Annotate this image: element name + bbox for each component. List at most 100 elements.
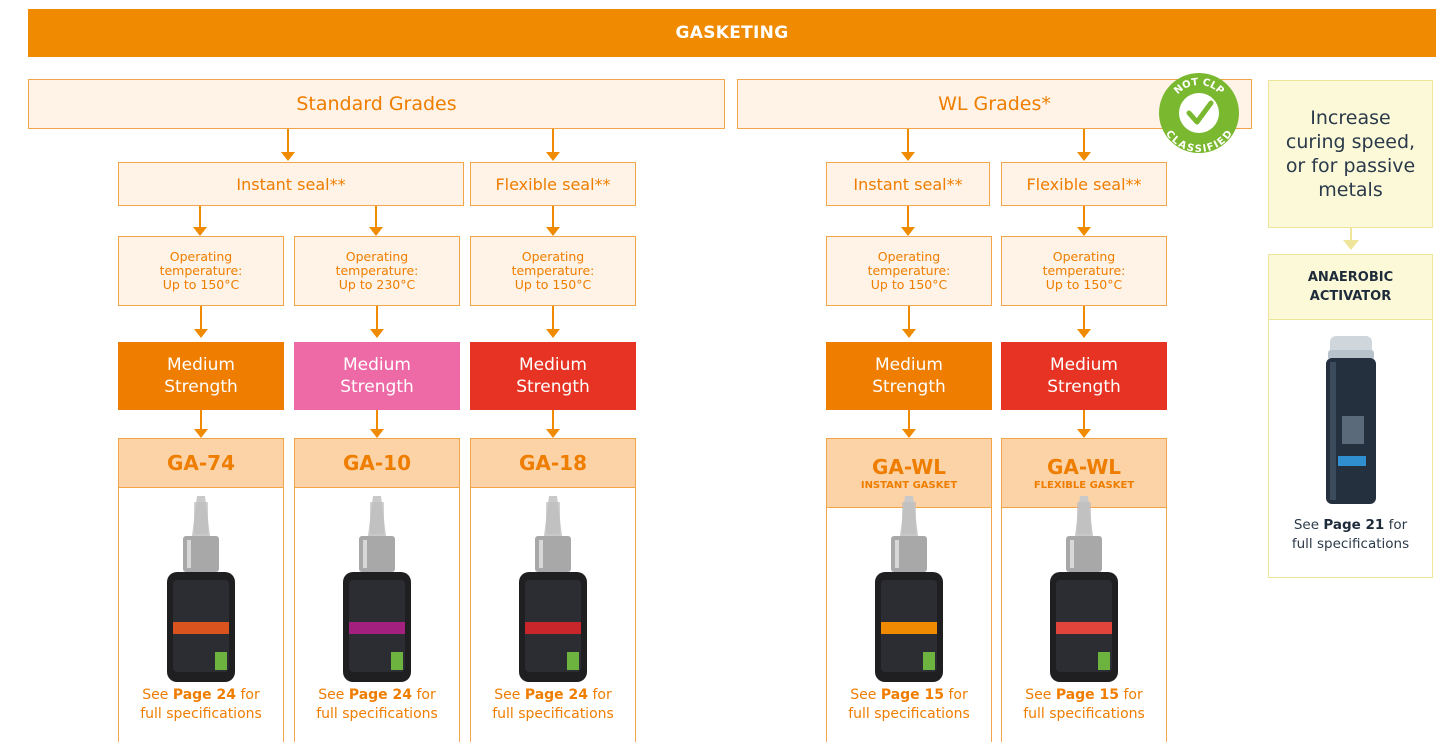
activator-line-2: curing speed,	[1285, 131, 1416, 153]
activator-title-line-1: ANAEROBIC	[1307, 270, 1394, 285]
page-link[interactable]: Page 24	[348, 687, 413, 703]
see-pre: See	[318, 687, 349, 703]
page-link[interactable]: Page 15	[880, 687, 945, 703]
standard-grades-label: Standard Grades	[296, 93, 457, 115]
product-name: GA-WL	[871, 454, 947, 479]
page-link[interactable]: Page 15	[1055, 687, 1120, 703]
wl-instant-seal-label: Instant seal**	[853, 174, 963, 194]
strength-line-2: Strength	[1047, 377, 1121, 397]
activator-line-4: metals	[1318, 179, 1383, 201]
activator-see-pre: See	[1293, 517, 1324, 533]
product-subtitle: FLEXIBLE GASKET	[1033, 479, 1135, 491]
standard-product-card-1: See Page 24 for full specifications	[118, 488, 284, 742]
temp-line-1: Operating	[1052, 249, 1116, 264]
wl-connectors-2	[901, 206, 1091, 236]
strength-line-1: Medium	[875, 355, 943, 375]
bottle-image	[519, 496, 587, 682]
wl-instant-seal-box: Instant seal**	[826, 162, 990, 206]
strength-line-2: Strength	[340, 377, 414, 397]
see-post: for	[944, 687, 968, 703]
standard-connector-b-2	[370, 410, 384, 438]
strength-line-1: Medium	[343, 355, 411, 375]
activator-connector	[1343, 228, 1359, 250]
wl-connector-a-1	[902, 306, 916, 338]
see-line2: full specifications	[140, 706, 262, 722]
standard-connectors-1	[281, 129, 560, 161]
temp-line-1: Operating	[169, 249, 233, 264]
section-banner: GASKETING	[28, 9, 1436, 57]
see-line2: full specifications	[492, 706, 614, 722]
standard-flexible-seal-box: Flexible seal**	[470, 162, 636, 206]
product-name: GA-10	[342, 451, 412, 475]
activator-see-post: for	[1384, 517, 1408, 533]
standard-product-card-2: See Page 24 for full specifications	[294, 488, 460, 742]
strength-line-2: Strength	[164, 377, 238, 397]
wl-flexible-seal-box: Flexible seal**	[1001, 162, 1167, 206]
standard-flexible-seal-label: Flexible seal**	[495, 174, 611, 194]
see-line2: full specifications	[316, 706, 438, 722]
activator-line-1: Increase	[1310, 107, 1391, 129]
activator-product-card: ANAEROBIC ACTIVATOR See Page 21 for full…	[1268, 254, 1433, 578]
see-page-text: See Page 24 for full specifications	[295, 686, 459, 724]
wl-connector-b-2	[1077, 410, 1091, 438]
standard-connector-a-3	[546, 306, 560, 338]
temp-line-2: temperature:	[511, 263, 595, 278]
standard-connector-a-1	[194, 306, 208, 338]
product-name: GA-74	[166, 451, 236, 475]
product-name: GA-18	[518, 451, 588, 475]
standard-product-header-1: GA-74	[118, 438, 284, 488]
temp-line-1: Operating	[877, 249, 941, 264]
page-link[interactable]: Page 24	[524, 687, 589, 703]
standard-product-header-2: GA-10	[294, 438, 460, 488]
activator-description-box: Increase curing speed, or for passive me…	[1268, 80, 1433, 228]
bottle-image	[343, 496, 411, 682]
wl-connector-a-2	[1077, 306, 1091, 338]
standard-connector-b-1	[194, 410, 208, 438]
temp-line-3: Up to 150°C	[870, 277, 948, 292]
see-pre: See	[142, 687, 173, 703]
product-name: GA-WL	[1046, 454, 1122, 479]
wl-connector-b-1	[902, 410, 916, 438]
temp-line-1: Operating	[521, 249, 585, 264]
see-post: for	[1119, 687, 1143, 703]
strength-line-2: Strength	[516, 377, 590, 397]
see-post: for	[588, 687, 612, 703]
standard-instant-seal-box: Instant seal**	[118, 162, 464, 206]
see-line2: full specifications	[848, 706, 970, 722]
bottle-image	[167, 496, 235, 682]
page-link[interactable]: Page 24	[172, 687, 237, 703]
activator-spray-can-image	[1325, 336, 1376, 504]
strength-line-1: Medium	[519, 355, 587, 375]
strength-line-1: Medium	[167, 355, 235, 375]
activator-title: ANAEROBIC ACTIVATOR	[1269, 255, 1432, 320]
standard-grades-header: Standard Grades	[28, 79, 725, 129]
temp-line-3: Up to 230°C	[338, 277, 416, 292]
see-post: for	[412, 687, 436, 703]
see-post: for	[236, 687, 260, 703]
temp-line-2: temperature:	[867, 263, 951, 278]
bottle-image	[875, 496, 943, 682]
wl-grades-label: WL Grades*	[938, 93, 1051, 115]
wl-connectors-1	[901, 129, 1091, 161]
see-line2: full specifications	[1023, 706, 1145, 722]
not-clp-classified-badge: NOT CLP CLASSIFIED	[1159, 73, 1239, 155]
temp-line-2: temperature:	[335, 263, 419, 278]
standard-instant-seal-label: Instant seal**	[236, 174, 346, 194]
activator-page-link[interactable]: Page 21	[1323, 517, 1385, 533]
temp-line-3: Up to 150°C	[1045, 277, 1123, 292]
standard-connector-b-3	[546, 410, 560, 438]
temp-line-1: Operating	[345, 249, 409, 264]
standard-connectors-2	[193, 206, 560, 236]
